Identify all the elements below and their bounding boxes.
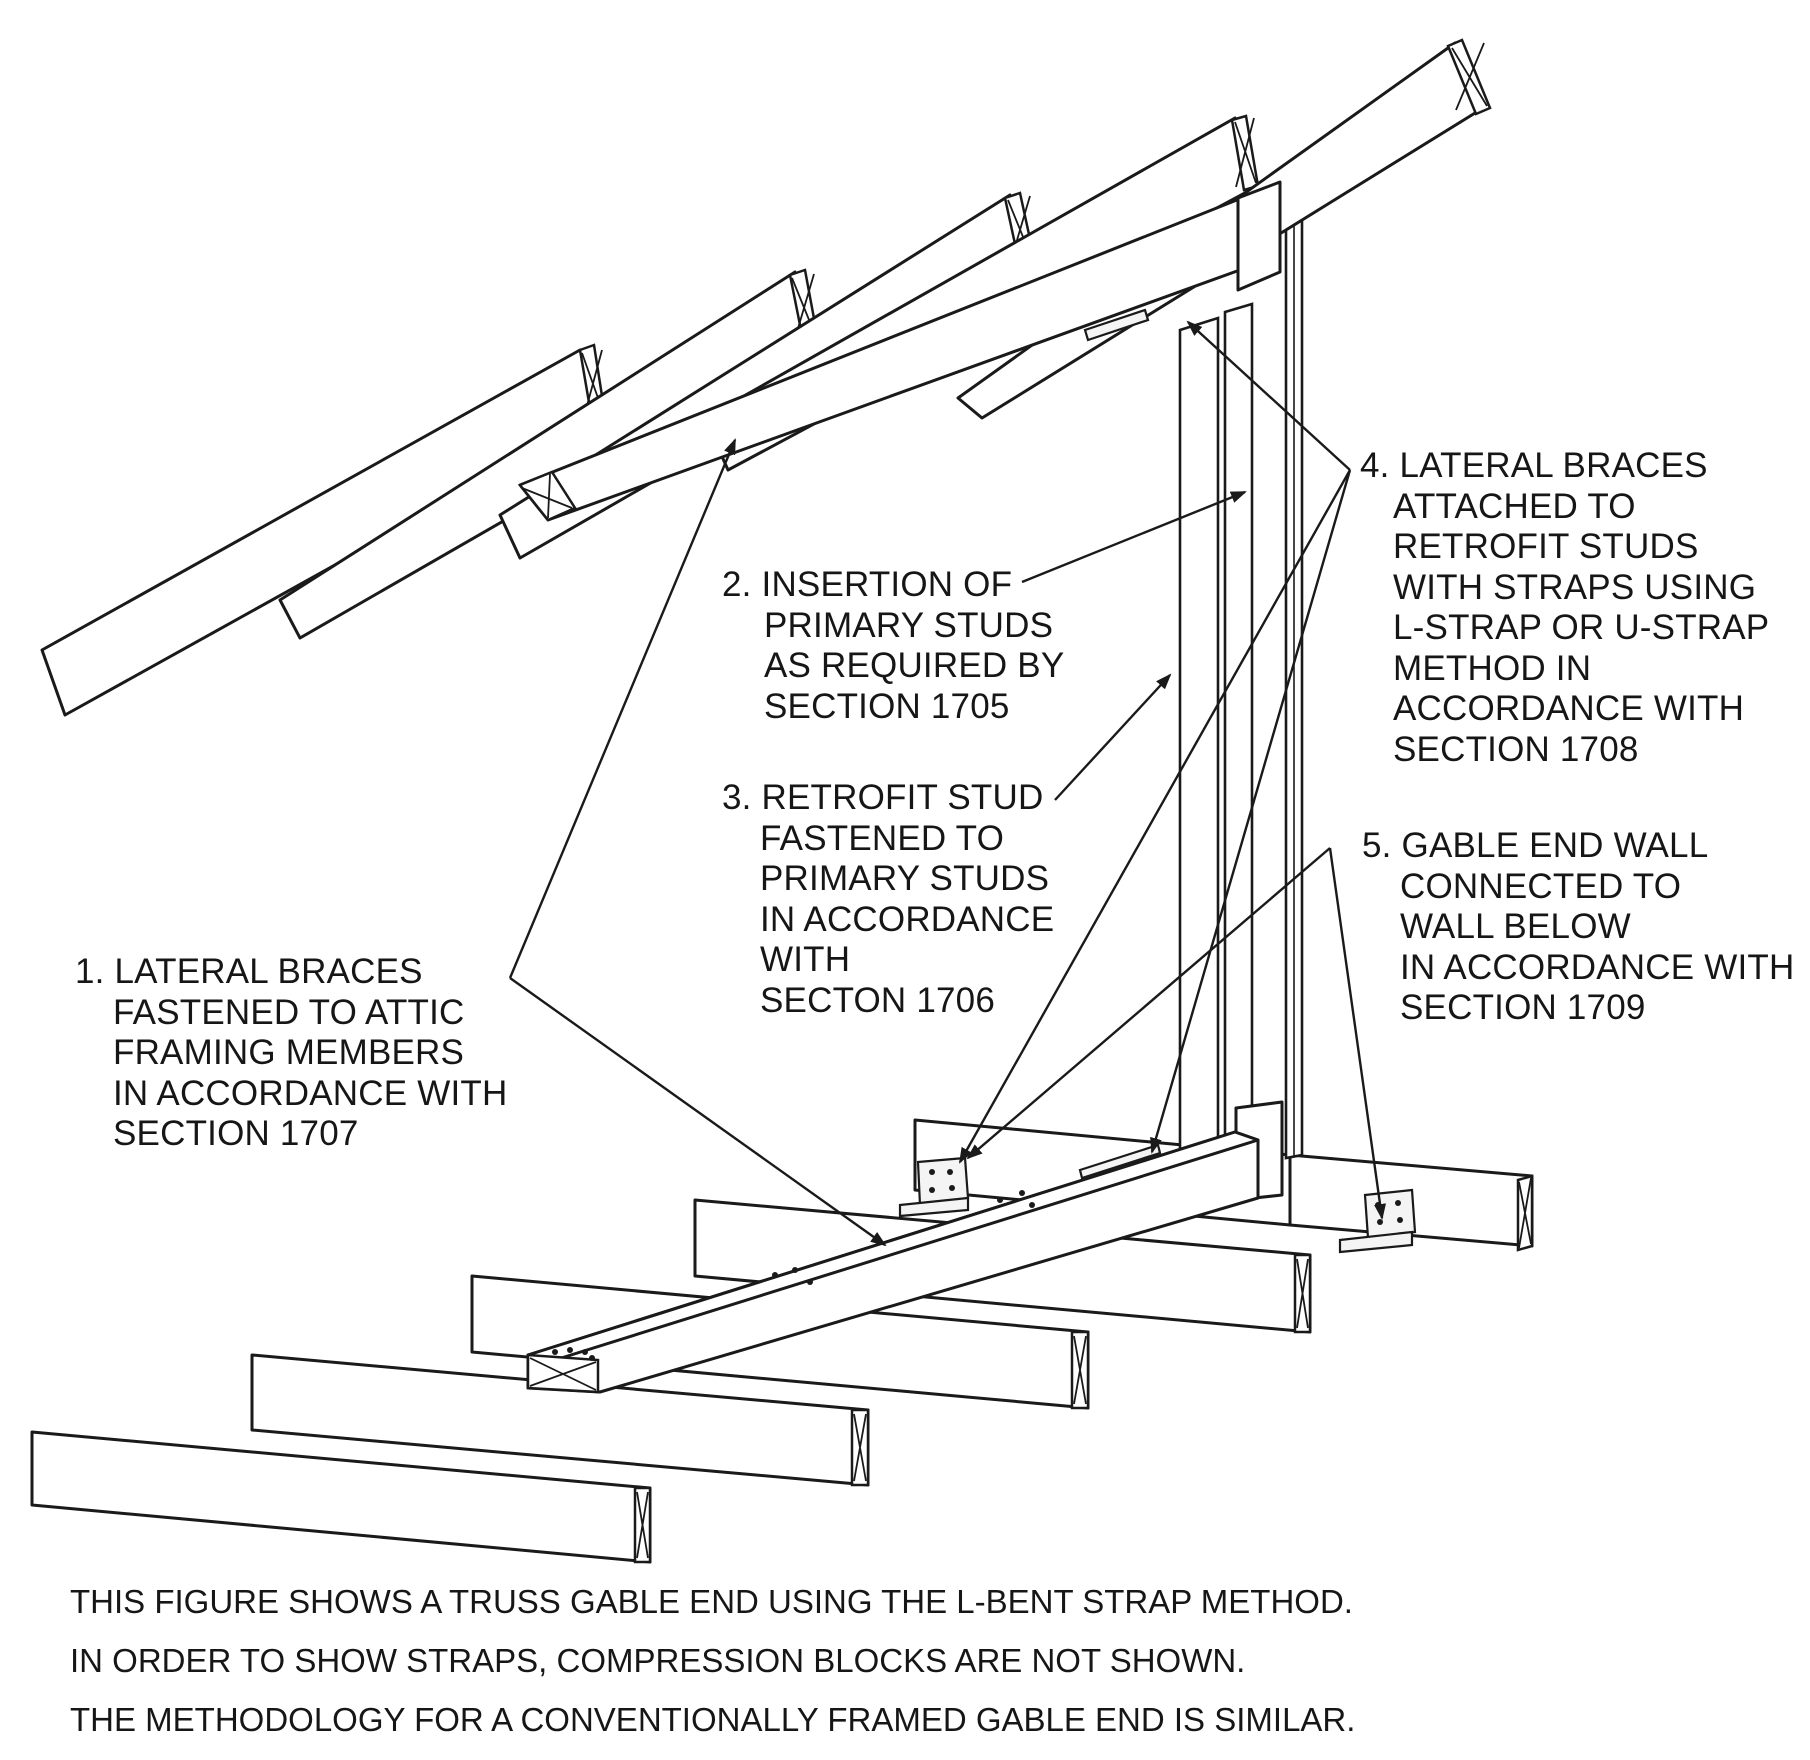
note-4-line: RETROFIT STUDS <box>1393 527 1699 566</box>
note-3-line: PRIMARY STUDS <box>760 859 1050 898</box>
note-1-line: 1. LATERAL BRACES <box>75 952 423 991</box>
note-3-line: IN ACCORDANCE <box>760 899 1055 939</box>
note-5-line: CONNECTED TO <box>1400 866 1682 906</box>
leader-note-1-lower <box>509 977 887 1247</box>
note-5: 5. GABLE END WALL CONNECTED TO WALL BELO… <box>1362 826 1794 1029</box>
leader-lines <box>508 320 1386 1247</box>
leader-note-4-lower <box>1150 469 1352 1154</box>
note-5-line: 5. GABLE END WALL <box>1362 826 1709 865</box>
retrofit-stud <box>1223 302 1284 1202</box>
note-5-line: WALL BELOW <box>1400 907 1631 946</box>
leader-note-4-upper <box>1186 320 1351 471</box>
note-1-line: SECTION 1707 <box>113 1114 359 1153</box>
note-3-line: WITH <box>760 940 851 979</box>
note-4: 4. LATERAL BRACES ATTACHED TO RETROFIT S… <box>1360 446 1769 770</box>
note-1-line: FASTENED TO ATTIC <box>113 992 465 1032</box>
leader-note-5-wall <box>966 847 1331 1160</box>
connector-clips <box>898 1156 1417 1254</box>
caption-line-2: IN ORDER TO SHOW STRAPS, COMPRESSION BLO… <box>70 1642 1246 1679</box>
caption-line-3: THE METHODOLOGY FOR A CONVENTIONALLY FRA… <box>70 1701 1356 1738</box>
note-4-line: L-STRAP OR U-STRAP <box>1393 608 1770 647</box>
leader-note-4-clip <box>958 469 1352 1164</box>
upper-lateral-brace <box>517 180 1282 522</box>
note-3-line: FASTENED TO <box>760 818 1005 858</box>
leader-note-1-upper <box>508 438 737 979</box>
leader-note-3 <box>1054 673 1172 801</box>
note-4-line: METHOD IN <box>1393 648 1592 688</box>
note-4-line: WITH STRAPS USING <box>1393 567 1757 607</box>
note-1-line: FRAMING MEMBERS <box>113 1033 465 1072</box>
caption-line-1: THIS FIGURE SHOWS A TRUSS GABLE END USIN… <box>70 1583 1353 1620</box>
note-4-line: 4. LATERAL BRACES <box>1360 446 1708 485</box>
note-1: 1. LATERAL BRACES FASTENED TO ATTIC FRAM… <box>75 952 507 1155</box>
note-2: 2. INSERTION OF PRIMARY STUDS AS REQUIRE… <box>722 565 1064 727</box>
note-4-line: ATTACHED TO <box>1393 486 1636 526</box>
note-5-line: SECTION 1709 <box>1400 988 1646 1027</box>
note-5-line: IN ACCORDANCE WITH <box>1400 947 1795 987</box>
ceiling-joists <box>30 1198 1312 1564</box>
note-2-line: SECTION 1705 <box>764 686 1010 726</box>
leader-note-5-clip <box>1328 847 1386 1220</box>
note-4-line: SECTION 1708 <box>1393 729 1639 769</box>
note-4-line: ACCORDANCE WITH <box>1393 689 1745 728</box>
note-2-line: PRIMARY STUDS <box>764 605 1054 645</box>
lower-lateral-brace <box>526 1130 1260 1394</box>
leader-note-2 <box>1021 490 1247 584</box>
note-2-line: 2. INSERTION OF <box>722 565 1013 604</box>
note-1-line: IN ACCORDANCE WITH <box>113 1073 508 1113</box>
note-2-line: AS REQUIRED BY <box>764 646 1065 685</box>
note-3-line: 3. RETROFIT STUD <box>722 778 1044 817</box>
note-3-line: SECTON 1706 <box>760 980 995 1020</box>
note-3: 3. RETROFIT STUD FASTENED TO PRIMARY STU… <box>722 778 1054 1021</box>
